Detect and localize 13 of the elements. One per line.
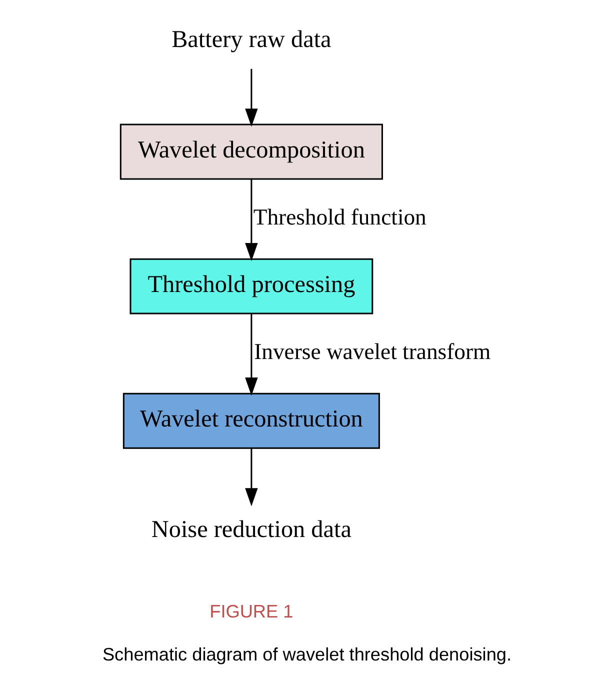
label: FIGURE 1 — [210, 602, 294, 622]
node-box: Wavelet reconstruction — [122, 392, 380, 449]
node-box: Threshold processing — [130, 258, 374, 314]
arrow — [245, 179, 258, 262]
arrow — [245, 68, 258, 127]
node-text: Noise reduction data — [151, 516, 352, 543]
arrow — [245, 448, 258, 506]
node-text: Battery raw data — [172, 26, 332, 54]
node-box: Wavelet decomposition — [120, 124, 383, 180]
arrow — [245, 314, 258, 396]
caption: Schematic diagram of wavelet threshold denoising. — [102, 644, 512, 665]
edge-label: Inverse wavelet transform — [254, 338, 491, 364]
edge-label: Threshold function — [253, 204, 426, 230]
